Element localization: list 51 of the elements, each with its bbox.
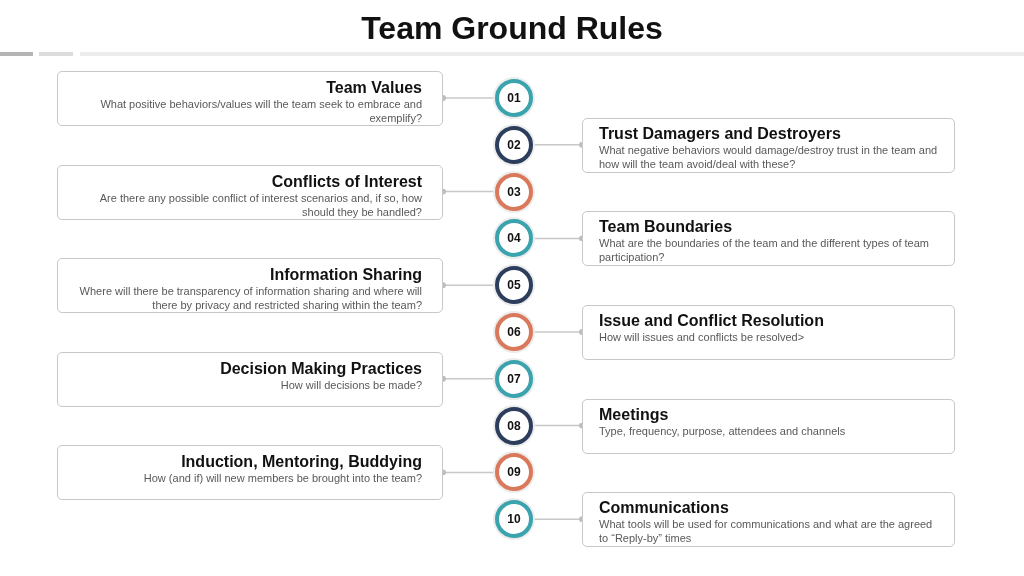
step-number: 10 [507,512,521,527]
rule-card [57,351,443,407]
step-number-circle [495,406,533,445]
step-number: 01 [507,91,521,105]
rule-description: Are there any possible conflict of interest scenarios and, if so, how should they be handled? [98,190,422,219]
rule-heading: Induction, Mentoring, Buddying [180,452,422,472]
step-number-circle [495,125,533,164]
rule-heading: Communications [599,498,730,518]
rule-card [582,211,955,267]
rule-card [57,258,443,314]
rule-description: What are the boundaries of the team and the different types of team participation? [599,236,930,265]
rule-description: Type, frequency, purpose, attendees and channels [599,423,847,438]
step-number: 03 [507,184,521,199]
step-number-circle [495,219,533,258]
step-number: 07 [507,371,521,386]
rule-card [582,117,955,173]
step-number: 04 [507,231,521,246]
rule-card [582,305,955,360]
rule-description: How will decisions be made? [279,377,422,392]
rule-description: How will issues and conflicts be resolved> [599,330,806,344]
rule-heading: Conflicts of Interest [270,171,422,191]
title: Team Ground Rules [360,10,664,47]
rule-description: How (and if) will new members be brought into the team? [142,471,422,486]
rule-card [57,164,443,220]
rule-heading: Team Boundaries [599,217,734,237]
step-number: 08 [507,418,521,433]
step-number-circle [495,172,533,211]
step-number: 05 [507,278,521,293]
rule-card [57,71,443,126]
step-number-circle [495,500,533,539]
rule-heading: Decision Making Practices [219,358,422,378]
rule-card [57,445,443,501]
rule-heading: Information Sharing [269,265,422,285]
rule-card [582,398,955,454]
step-number-circle [495,266,533,305]
step-number-circle [495,453,533,492]
step-number: 09 [507,465,521,480]
rule-description: What positive behaviors/values will the team seek to embrace and exemplify? [99,97,422,125]
rule-description: What negative behaviors would damage/destroy trust in the team and how will the team avoid/deal with these? [599,142,939,171]
step-number-circle [495,313,533,351]
rule-description: What tools will be used for communications and what are the agreed to “Reply-by” times [599,517,934,546]
rule-heading: Issue and Conflict Resolution [599,311,825,330]
rule-card [582,492,955,548]
step-number: 02 [507,137,521,152]
step-number: 06 [507,325,521,339]
step-number-circle [495,359,533,398]
step-number-circle [495,79,533,117]
rule-heading: Meetings [599,404,670,424]
rule-heading: Team Values [325,78,422,97]
rule-description: Where will there be transparency of information sharing and where will there by privacy and restricted sharing within the team? [78,284,422,313]
rule-heading: Trust Damagers and Destroyers [599,123,842,143]
